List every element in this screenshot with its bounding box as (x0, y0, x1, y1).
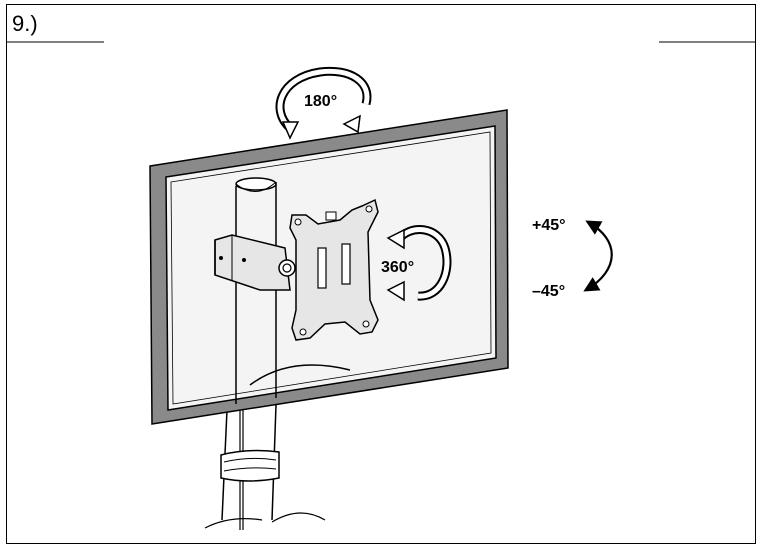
pole-lower (204, 404, 326, 530)
tilt-arrow: +45° –45° (532, 217, 613, 300)
spin-label: 360° (381, 259, 414, 276)
vesa-mount-plate (289, 198, 379, 341)
swivel-180-arrows: 180° (275, 66, 372, 140)
swivel-label: 180° (304, 93, 337, 110)
arm-bracket (214, 234, 296, 291)
tilt-up-label: +45° (532, 217, 566, 234)
step-number: 9.) (12, 11, 38, 36)
spin-360-arrows: 360° (381, 225, 452, 302)
tilt-down-label: –45° (532, 283, 565, 300)
